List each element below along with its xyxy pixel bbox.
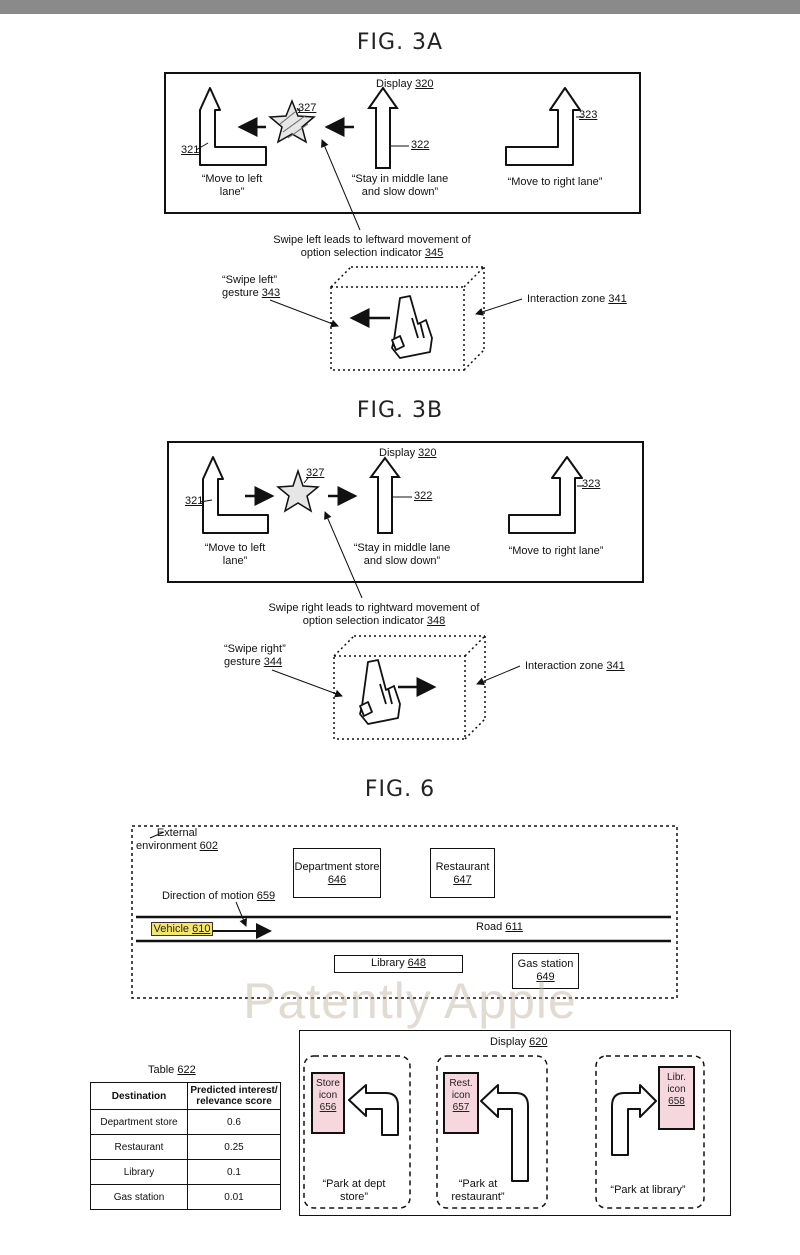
fig-3a-star-icon bbox=[268, 98, 316, 144]
table-row: Gas station 0.01 bbox=[90, 1184, 281, 1210]
watermark: Patently Apple bbox=[243, 973, 577, 1029]
table-cell: Gas station bbox=[90, 1184, 188, 1210]
table-row: Department store 0.6 bbox=[90, 1109, 281, 1135]
fig-6-title: FIG. 6 bbox=[364, 777, 436, 802]
fig-3b-option-right: “Move to right lane” bbox=[508, 545, 604, 557]
fig-3a-display bbox=[164, 72, 641, 214]
fig-6-table-622: Destination Predicted interest/ relevanc… bbox=[90, 1082, 281, 1210]
fig-6-library-box: Library 648 bbox=[334, 955, 463, 973]
fig-3a-left-lane-arrow-icon bbox=[199, 87, 267, 166]
fig-3b-hand-icon bbox=[359, 659, 401, 725]
fig-3b-leader-327 bbox=[303, 477, 309, 484]
top-bar bbox=[0, 0, 800, 14]
fig-6-option-group-rest bbox=[436, 1055, 548, 1209]
fig-6-dept-arrow-icon bbox=[348, 1084, 399, 1136]
fig-3a-ref-327: 327 bbox=[298, 102, 317, 114]
table-cell: Restaurant bbox=[90, 1134, 188, 1160]
fig-3b-display bbox=[167, 441, 644, 583]
fig-3b-ref-327: 327 bbox=[306, 467, 325, 479]
fig-3a-ref-321: 321 bbox=[181, 144, 200, 156]
table-cell: 0.6 bbox=[187, 1109, 281, 1135]
fig-3a-right-lane-arrow-icon bbox=[505, 87, 581, 166]
table-header-score: Predicted interest/ relevance score bbox=[187, 1082, 281, 1110]
fig-3a-leader-327 bbox=[296, 107, 301, 113]
fig-3a-option-right: “Move to right lane” bbox=[507, 176, 603, 188]
fig-3b-interaction-zone-box bbox=[333, 635, 486, 740]
fig-3a-ref-323: 323 bbox=[579, 109, 598, 121]
table-cell: 0.25 bbox=[187, 1134, 281, 1160]
fig-3a-star-hatch bbox=[279, 107, 309, 139]
fig-3a-zone-leader bbox=[475, 298, 523, 316]
fig-3b-gesture-label: “Swipe right”gesture 344 bbox=[224, 643, 286, 668]
table-row: Library 0.1 bbox=[90, 1159, 281, 1185]
fig-3a-caption-pointer bbox=[321, 139, 361, 231]
fig-3b-ref-323: 323 bbox=[582, 478, 601, 490]
table-cell: Library bbox=[90, 1159, 188, 1185]
table-cell: 0.01 bbox=[187, 1184, 281, 1210]
table-header-row: Destination Predicted interest/ relevanc… bbox=[90, 1082, 281, 1110]
fig-3b-leader-321 bbox=[199, 499, 213, 503]
fig-3a-title: FIG. 3A bbox=[356, 30, 444, 55]
fig-3a-gesture-leader bbox=[269, 299, 339, 328]
table-cell: Department store bbox=[90, 1109, 188, 1135]
table-row: Restaurant 0.25 bbox=[90, 1134, 281, 1160]
fig-6-table-label: Table 622 bbox=[148, 1064, 196, 1076]
fig-3b-zone-label: Interaction zone 341 bbox=[525, 660, 625, 672]
fig-3b-display-label: Display 320 bbox=[379, 447, 437, 459]
fig-3a-hand-icon bbox=[391, 295, 433, 359]
fig-3b-right-lane-arrow-icon bbox=[508, 456, 583, 534]
fig-6-env-leader bbox=[149, 831, 165, 839]
fig-3a-display-label: Display 320 bbox=[376, 78, 434, 90]
fig-3b-ref-321: 321 bbox=[185, 495, 204, 507]
table-cell: 0.1 bbox=[187, 1159, 281, 1185]
fig-6-road-label: Road 611 bbox=[476, 921, 523, 933]
fig-3a-ref-322: 322 bbox=[411, 139, 430, 151]
fig-3a-middle-lane-arrow-icon bbox=[367, 86, 399, 169]
fig-3b-zone-leader bbox=[476, 665, 521, 685]
fig-6-display bbox=[299, 1030, 731, 1216]
fig-3b-star-icon bbox=[276, 468, 320, 513]
fig-6-environment-box bbox=[131, 825, 678, 999]
fig-6-option-group-dept bbox=[303, 1055, 411, 1209]
fig-6-direction-label: Direction of motion 659 bbox=[162, 890, 276, 902]
fig-3a-caption: Swipe left leads to leftward movement of… bbox=[273, 234, 471, 259]
fig-3a-gesture-label: “Swipe left”gesture 343 bbox=[222, 274, 281, 299]
fig-3a-interaction-zone-box bbox=[330, 266, 485, 371]
table-header-destination: Destination bbox=[90, 1082, 188, 1110]
fig-6-library-arrow-icon bbox=[611, 1084, 657, 1156]
fig-6-display-label: Display 620 bbox=[490, 1036, 548, 1048]
fig-3a-zone-label: Interaction zone 341 bbox=[527, 293, 627, 305]
fig-3b-left-lane-arrow-icon bbox=[202, 456, 269, 534]
fig-6-vehicle: Vehicle 610 bbox=[151, 922, 213, 936]
fig-3b-caption-pointer bbox=[324, 511, 363, 599]
fig-6-direction-leader bbox=[235, 901, 247, 927]
fig-3b-middle-lane-arrow-icon bbox=[369, 456, 401, 534]
fig-6-option-groups bbox=[303, 1055, 705, 1209]
fig-3b-title: FIG. 3B bbox=[356, 398, 444, 423]
fig-3a-leader-321 bbox=[195, 142, 209, 151]
fig-6-rest-arrow-icon bbox=[480, 1084, 529, 1182]
fig-3b-caption: Swipe right leads to rightward movement … bbox=[268, 602, 480, 627]
fig-6-park-library-label: “Park at library” bbox=[610, 1184, 686, 1196]
fig-3b-gesture-leader bbox=[271, 669, 343, 698]
fig-3b-ref-322: 322 bbox=[414, 490, 433, 502]
